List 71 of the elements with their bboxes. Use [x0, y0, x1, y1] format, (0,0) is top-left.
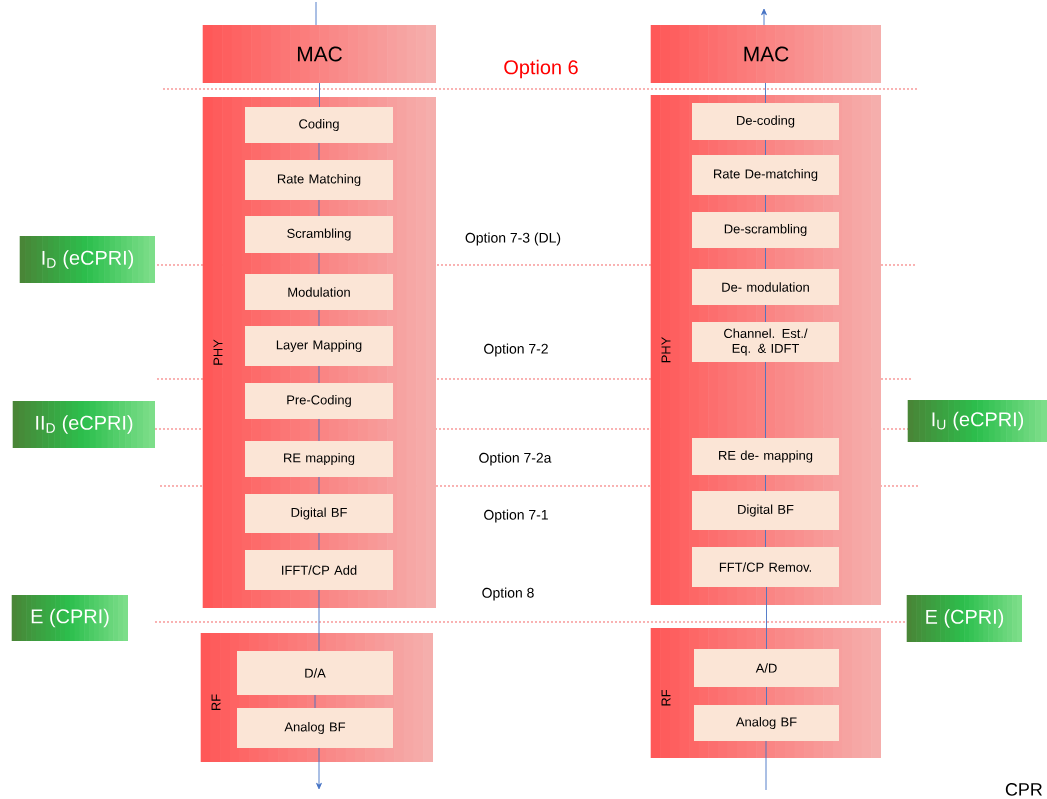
- split-option-label: Option 7-3 (DL): [465, 232, 561, 246]
- flow-line: [318, 418, 320, 442]
- node-label: E (CPRI): [926, 609, 1004, 628]
- split-option-label: Option 7-2a: [479, 452, 552, 466]
- node-label: E (CPRI): [31, 608, 109, 628]
- process-box: Layer Mapping: [245, 326, 393, 366]
- mac-block: MAC: [202, 25, 436, 83]
- process-box: Rate Matching: [245, 160, 393, 200]
- node-label: MAC: [297, 46, 342, 62]
- process-box: Digital BF: [692, 491, 839, 530]
- process-box: De- modulation: [692, 269, 839, 305]
- interface-box: I$_{U}$ (eCPRI): [907, 400, 1047, 442]
- process-box: A/D: [694, 649, 839, 687]
- process-box: Analog BF: [694, 705, 839, 741]
- flow-line: [318, 589, 320, 652]
- flow-line: [766, 686, 767, 706]
- process-box: IFFT/CP Add: [245, 550, 393, 590]
- corner-text: CPR: [1005, 783, 1042, 796]
- node-label: RF: [211, 694, 221, 711]
- flow-line: [315, 1, 317, 26]
- node-label: RF: [661, 689, 671, 706]
- flow-line: [766, 586, 767, 650]
- flow-line: [765, 139, 766, 156]
- process-box: Coding: [245, 107, 393, 143]
- process-box: De-scrambling: [692, 212, 839, 248]
- split-option-label: Option 8: [482, 587, 534, 601]
- flow-line: [765, 361, 766, 439]
- flow-line: [318, 199, 320, 217]
- flow-line: [318, 142, 320, 161]
- interface-box: E (CPRI): [11, 595, 128, 641]
- process-box: De-coding: [692, 103, 839, 140]
- split-option-label: Option 7-2: [484, 343, 548, 357]
- node-label: II$_{D}$ (eCPRI): [36, 415, 133, 434]
- flow-line: [765, 304, 766, 323]
- interface-box: I$_{D}$ (eCPRI): [19, 236, 155, 283]
- mac-block: MAC: [650, 25, 881, 83]
- process-box: Rate De-matching: [692, 155, 839, 195]
- process-box: D/A: [237, 651, 393, 695]
- flow-line: [319, 82, 320, 108]
- flow-line: [765, 740, 767, 791]
- flow-line: [316, 747, 322, 790]
- node-label: MAC: [744, 46, 789, 62]
- interface-box: E (CPRI): [906, 595, 1022, 642]
- flow-line: [765, 82, 766, 104]
- flow-line: [318, 476, 320, 495]
- process-box: Modulation: [245, 274, 393, 310]
- flow-line: [318, 309, 320, 327]
- process-box: Scrambling: [245, 216, 393, 253]
- node-label: I$_{U}$ (eCPRI): [932, 411, 1024, 431]
- process-box: Digital BF: [245, 494, 393, 533]
- process-box: RE de- mapping: [692, 438, 839, 475]
- flow-line: [765, 529, 766, 548]
- process-box: FFT/CP Remov.: [692, 547, 839, 587]
- split-option-label: Option 7-1: [484, 509, 548, 523]
- node-label: I: [42, 250, 45, 265]
- process-box: Pre-Coding: [245, 383, 393, 419]
- interface-box: II$_{D}$ (eCPRI): [12, 401, 155, 448]
- flow-line: [318, 365, 320, 384]
- flow-line: [765, 194, 766, 213]
- split-option-label: Option 6: [504, 59, 578, 79]
- process-box: Analog BF: [237, 708, 393, 748]
- flow-line: [765, 474, 766, 492]
- flow-line: [318, 532, 320, 551]
- node-label: $_{D}$ (eCPRI): [47, 250, 134, 269]
- flow-line: [314, 694, 316, 709]
- flow-line: [765, 247, 766, 270]
- flow-line: [761, 8, 767, 26]
- node-label: PHY: [661, 336, 671, 363]
- process-box: RE mapping: [245, 441, 393, 477]
- flow-line: [318, 252, 320, 275]
- process-box: Channel. Est./ Eq. & IDFT: [692, 322, 839, 362]
